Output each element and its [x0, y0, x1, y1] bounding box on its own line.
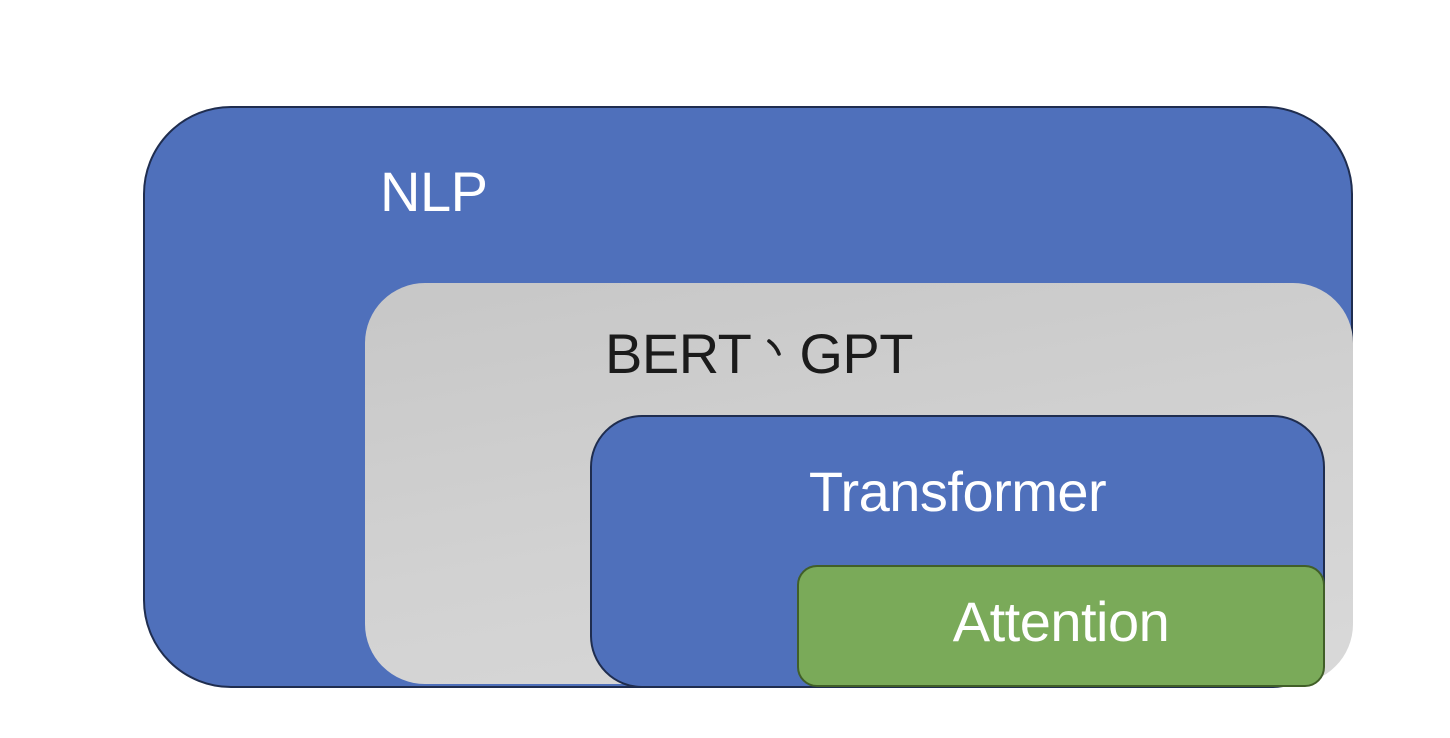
gpt-label-part: GPT — [799, 322, 913, 385]
bert-label-part: BERT — [605, 322, 752, 385]
nlp-label: NLP — [380, 160, 488, 223]
transformer-label: Transformer — [808, 460, 1107, 523]
attention-label: Attention — [952, 590, 1170, 653]
bert-gpt-label: BERT、 GPT — [605, 326, 913, 382]
ideographic-comma-icon: 、 — [751, 339, 799, 373]
ideographic-comma-text: 、 — [751, 372, 752, 373]
ideographic-comma-glyph — [767, 339, 782, 356]
attention-box — [797, 565, 1325, 687]
